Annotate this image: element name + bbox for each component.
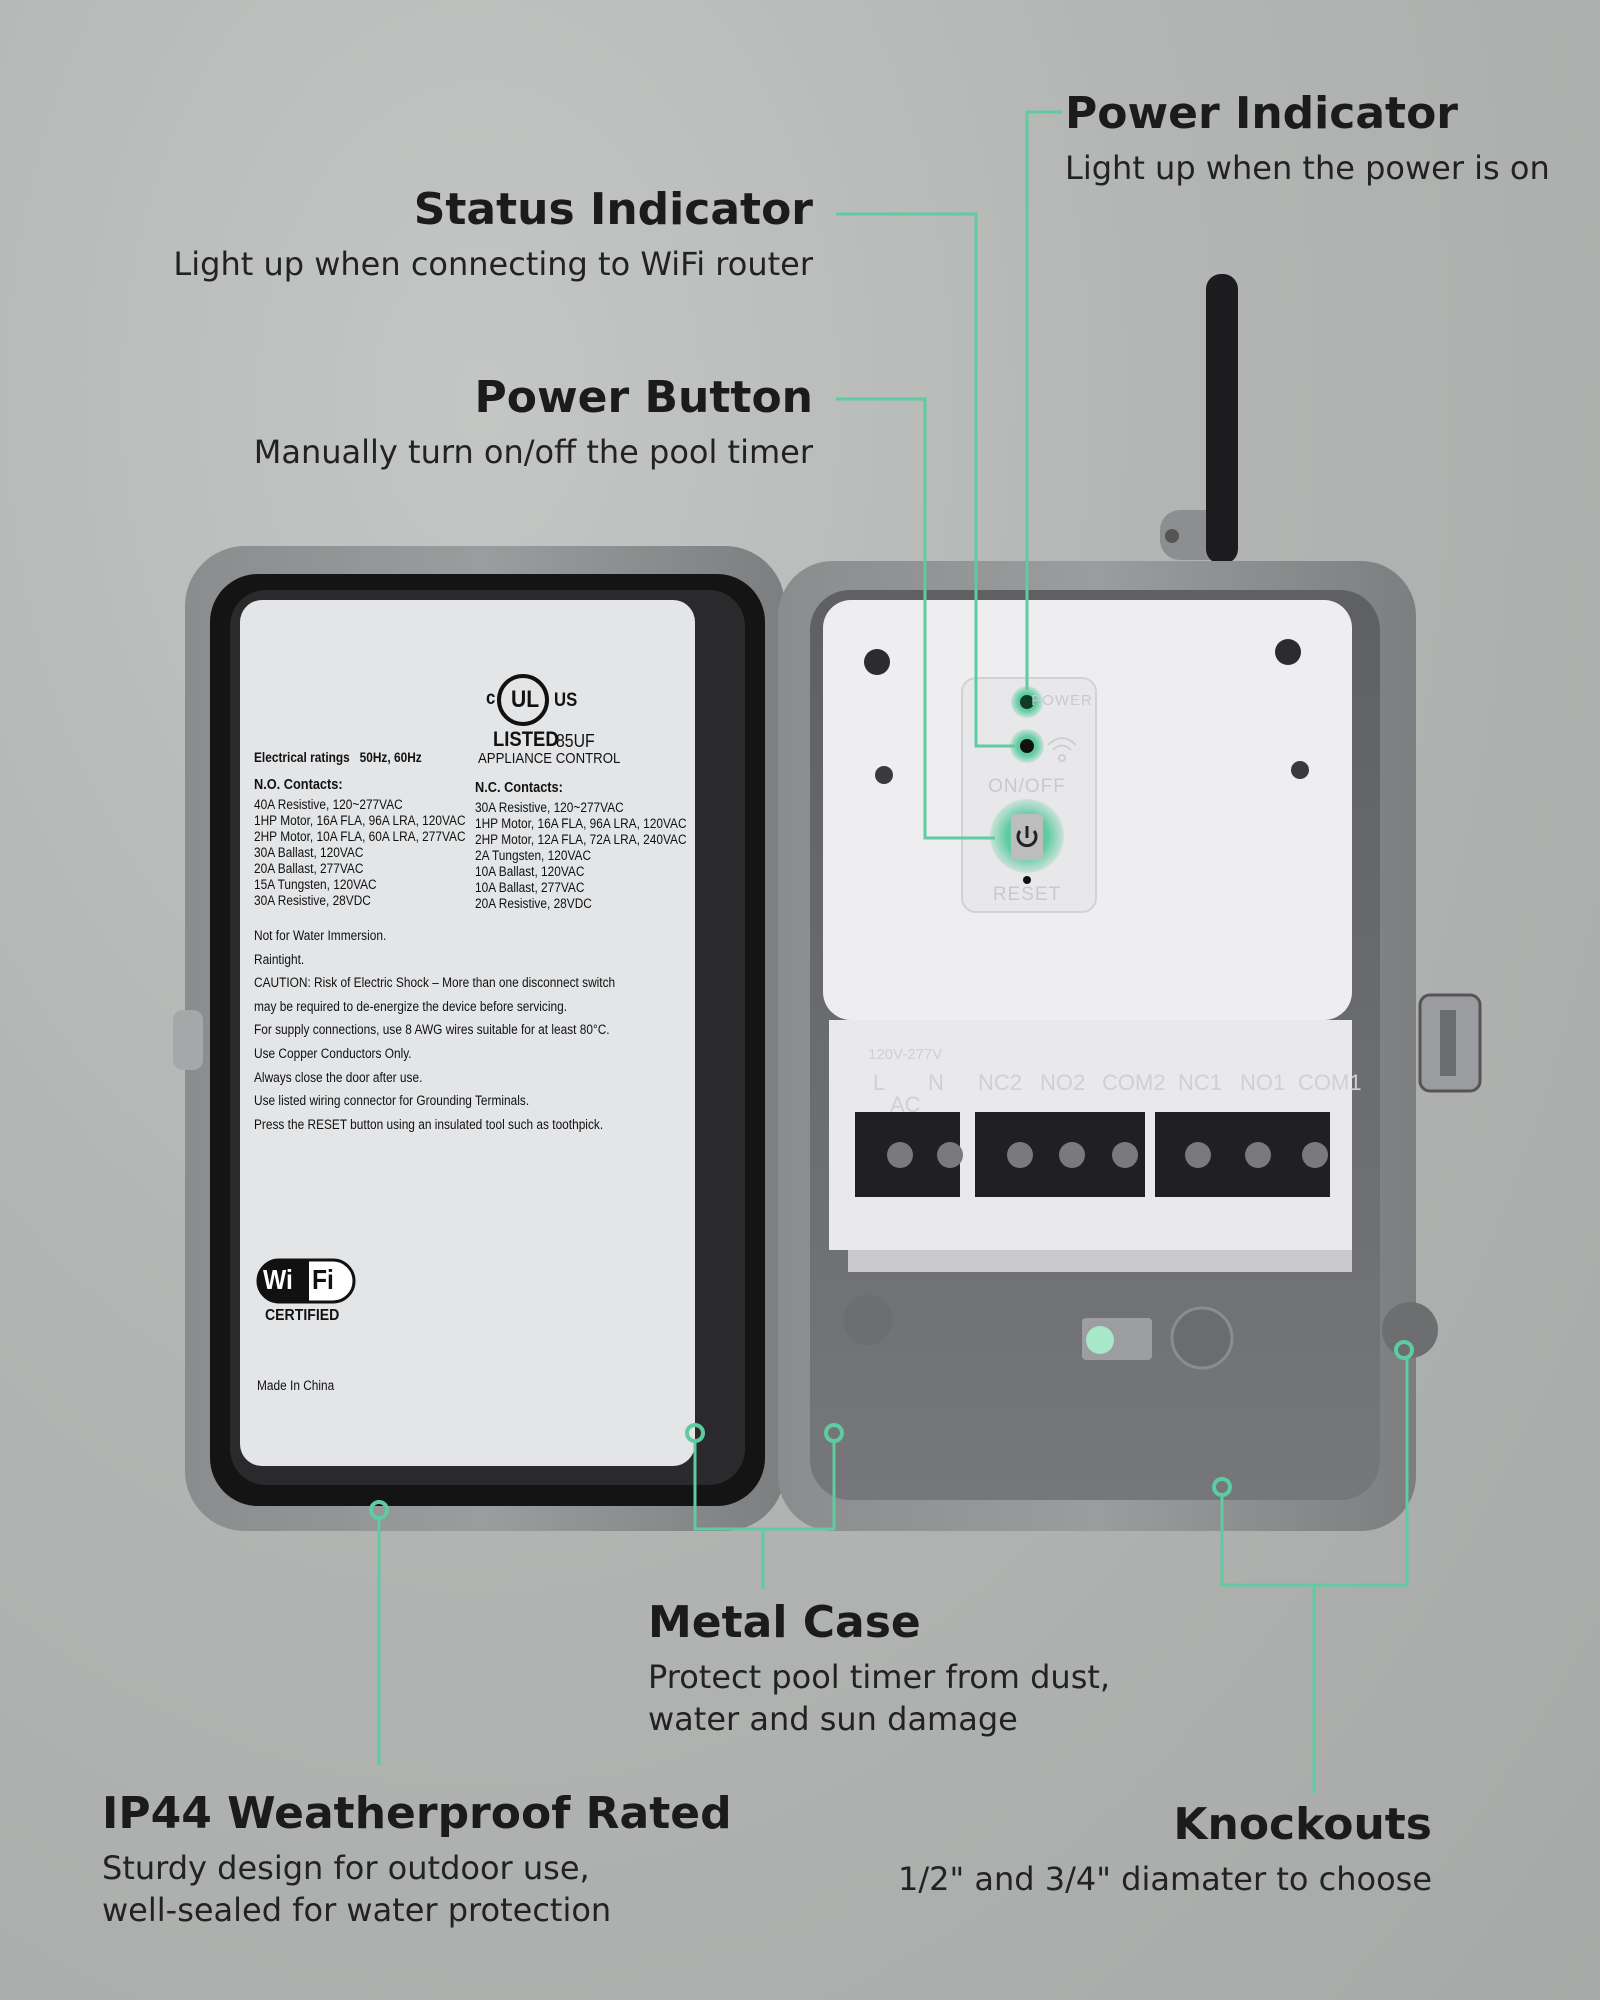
callout-subtitle: Light up when connecting to WiFi router <box>173 245 813 283</box>
terminal-label: COM2 <box>1102 1070 1166 1095</box>
terminal-label: NC1 <box>1178 1070 1223 1095</box>
terminal-ac: AC <box>890 1092 921 1117</box>
power-led-label: POWER <box>1031 692 1093 709</box>
ul-code: 85UF <box>556 731 595 751</box>
terminal-label: NO2 <box>1040 1070 1086 1095</box>
callout-subtitle: 1/2" and 3/4" diamater to choose <box>898 1860 1432 1898</box>
callout-power-button: Power Button Manually turn on/off the po… <box>254 372 813 473</box>
ground-terminal <box>1082 1306 1234 1370</box>
wifi-certified-logo <box>256 1258 356 1304</box>
power-button[interactable] <box>1009 812 1045 862</box>
callout-title: Power Indicator <box>1065 88 1458 139</box>
callout-title: IP44 Weatherproof Rated <box>102 1788 732 1839</box>
leader-lines <box>377 110 1409 1793</box>
ul-category: APPLIANCE CONTROL <box>478 750 621 767</box>
label-note: CAUTION: Risk of Electric Shock – More t… <box>254 975 616 991</box>
nc-contact-item: 2HP Motor, 12A FLA, 72A LRA, 240VAC <box>475 832 687 847</box>
wifi-logo-wi: Wi <box>263 1264 293 1295</box>
callout-subtitle: Light up when the power is on <box>1065 149 1550 187</box>
terminal-label: COM1 <box>1298 1070 1362 1095</box>
callout-title: Status Indicator <box>413 184 813 235</box>
callout-subtitle-1: Protect pool timer from dust, <box>648 1658 1111 1696</box>
callout-title: Power Button <box>474 372 813 423</box>
label-note: Not for Water Immersion. <box>254 928 387 943</box>
nc-contact-item: 30A Resistive, 120~277VAC <box>475 800 624 815</box>
callout-subtitle-2: water and sun damage <box>648 1700 1018 1738</box>
nc-contact-item: 10A Ballast, 120VAC <box>475 864 585 879</box>
no-contacts: N.O. Contacts: 40A Resistive, 120~277VAC… <box>254 777 466 908</box>
latch <box>1418 993 1482 1093</box>
label-note: Use Copper Conductors Only. <box>254 1046 412 1061</box>
wifi-logo-fi: Fi <box>312 1264 334 1295</box>
callout-title: Knockouts <box>1173 1799 1432 1850</box>
ul-logo <box>497 674 549 726</box>
label-note: may be required to de-energize the devic… <box>254 998 568 1014</box>
callout-power-indicator: Power Indicator Light up when the power … <box>1065 88 1550 189</box>
label-note: Use listed wiring connector for Groundin… <box>254 1093 530 1109</box>
label-note: Raintight. <box>254 951 305 967</box>
ul-right: US <box>554 690 578 711</box>
nc-heading: N.C. Contacts: <box>475 780 563 796</box>
onoff-label: ON/OFF <box>988 776 1066 797</box>
no-contact-item: 20A Ballast, 277VAC <box>254 861 364 876</box>
no-contact-item: 15A Tungsten, 120VAC <box>254 877 377 892</box>
wifi-logo-certified: CERTIFIED <box>265 1307 340 1324</box>
no-contact-item: 30A Ballast, 120VAC <box>254 845 364 860</box>
terminal-n: N <box>928 1070 944 1095</box>
ratings-heading: Electrical ratings 50Hz, 60Hz <box>254 750 422 765</box>
reset-button[interactable] <box>1020 873 1034 887</box>
wifi-icon <box>1047 737 1077 762</box>
ul-listed: LISTED <box>493 728 559 751</box>
callout-subtitle-2: well-sealed for water protection <box>102 1891 612 1929</box>
callout-knockouts: Knockouts 1/2" and 3/4" diamater to choo… <box>898 1799 1432 1900</box>
ul-mark: UL <box>511 686 540 713</box>
callout-subtitle-1: Sturdy design for outdoor use, <box>102 1849 590 1887</box>
no-heading: N.O. Contacts: <box>254 777 343 793</box>
enclosure-box <box>778 561 1482 1531</box>
antenna <box>1160 274 1238 564</box>
power-icon <box>1016 826 1038 848</box>
nc-contacts: N.C. Contacts: 30A Resistive, 120~277VAC… <box>475 780 687 911</box>
no-contact-item: 1HP Motor, 16A FLA, 96A LRA, 120VAC <box>254 813 466 828</box>
nc-contact-item: 2A Tungsten, 120VAC <box>475 848 592 863</box>
terminal-voltage: 120V-277V <box>868 1046 943 1063</box>
reset-label: RESET <box>992 884 1062 905</box>
nc-contact-item: 10A Ballast, 277VAC <box>475 880 585 895</box>
callout-title: Metal Case <box>648 1597 921 1648</box>
nc-contact-item: 1HP Motor, 16A FLA, 96A LRA, 120VAC <box>475 816 687 831</box>
nc-contact-item: 20A Resistive, 28VDC <box>475 896 592 911</box>
terminal-label: NO1 <box>1240 1070 1286 1095</box>
origin-text: Made In China <box>257 1378 335 1393</box>
terminal-label: NC2 <box>978 1070 1023 1095</box>
callout-metal-case: Metal Case Protect pool timer from dust,… <box>648 1597 1110 1740</box>
callout-ip44: IP44 Weatherproof Rated Sturdy design fo… <box>102 1788 732 1931</box>
callout-subtitle: Manually turn on/off the pool timer <box>253 433 813 471</box>
no-contact-item: 30A Resistive, 28VDC <box>254 893 371 908</box>
callout-status-indicator: Status Indicator Light up when connectin… <box>173 184 813 285</box>
label-note: Press the RESET button using an insulate… <box>254 1116 604 1132</box>
ul-left: c <box>486 688 496 709</box>
no-contact-item: 40A Resistive, 120~277VAC <box>254 797 403 812</box>
terminal-l: L <box>873 1070 886 1095</box>
label-note: For supply connections, use 8 AWG wires … <box>254 1022 610 1038</box>
no-contact-item: 2HP Motor, 10A FLA, 60A LRA, 277VAC <box>254 829 466 844</box>
label-note: Always close the door after use. <box>254 1069 423 1085</box>
